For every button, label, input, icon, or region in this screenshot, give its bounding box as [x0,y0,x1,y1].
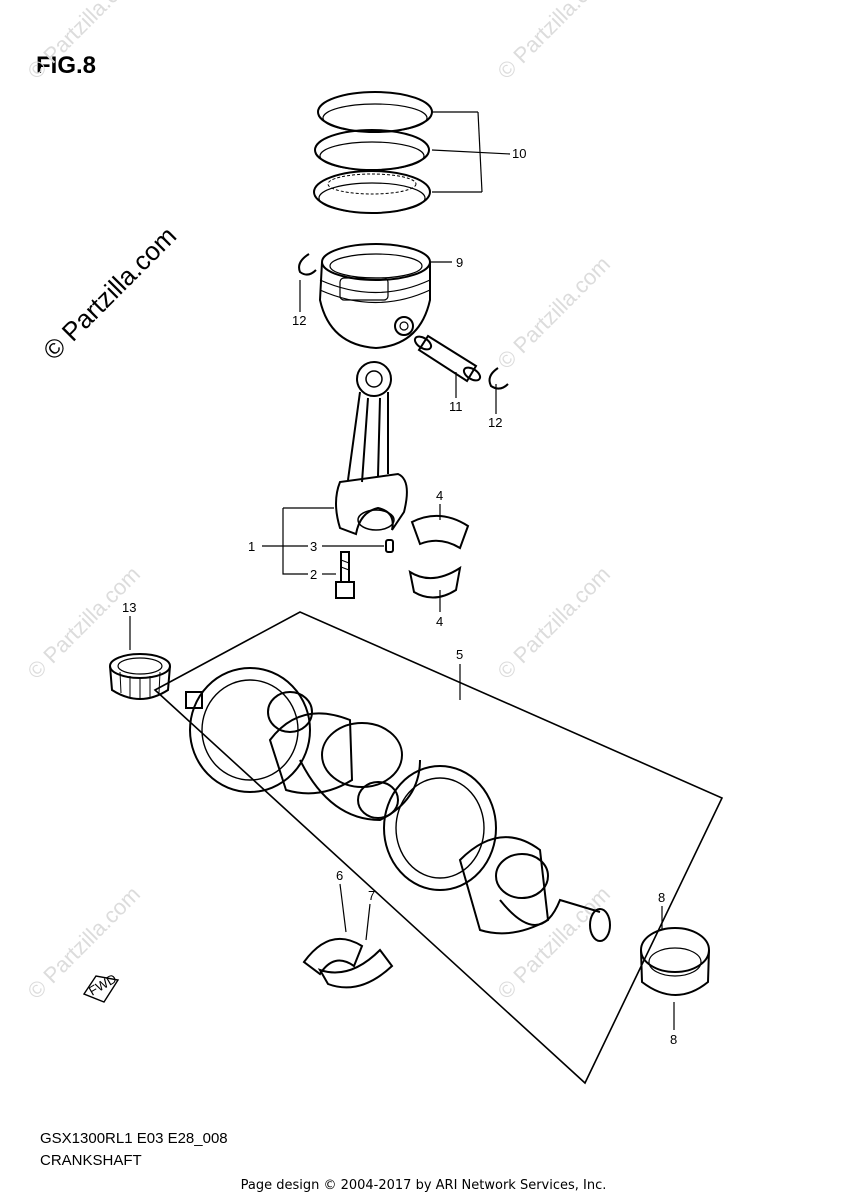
callout-6[interactable]: 6 [336,868,343,883]
piston-rings[interactable] [313,91,433,214]
callout-5[interactable]: 5 [456,647,463,662]
conrod-bearing-upper[interactable] [410,515,470,550]
callout-7[interactable]: 7 [368,888,375,903]
main-bearing-upper[interactable] [302,937,364,976]
callout-8[interactable]: 8 [658,890,665,905]
callout-8[interactable]: 8 [670,1032,677,1047]
callout-11[interactable]: 11 [449,399,463,414]
callout-1[interactable]: 1 [248,539,255,554]
forward-label: FWD [86,971,119,999]
callout-4[interactable]: 4 [436,614,443,629]
thrust-bearing[interactable] [640,927,710,996]
figure-title: FIG.8 [36,52,97,79]
piston[interactable] [318,243,431,350]
crankshaft-frame [153,611,724,1085]
circlip[interactable] [298,253,317,276]
diagram-code: GSX1300RL1 E03 E28_008 [40,1130,228,1147]
callout-9[interactable]: 9 [456,255,463,270]
circlip[interactable] [488,367,509,390]
conrod-bearing-lower[interactable] [408,565,462,599]
conrod-bolt[interactable] [335,551,355,599]
main-bearing-lower[interactable] [317,948,394,989]
piston-pin[interactable] [413,334,483,383]
page-credit: Page design © 2004-2017 by ARI Network S… [240,1178,607,1193]
callout-12[interactable]: 12 [292,313,306,328]
callout-3[interactable]: 3 [310,539,317,554]
callout-2[interactable]: 2 [310,567,317,582]
forward-arrow-icon [82,975,120,1003]
callout-13[interactable]: 13 [122,600,136,615]
diagram-title: CRANKSHAFT [40,1152,142,1169]
connecting-rod[interactable] [335,361,408,536]
needle-bearing[interactable] [109,653,171,700]
dowel-pin[interactable] [385,539,394,553]
callout-12[interactable]: 12 [488,415,502,430]
crankshaft[interactable] [185,667,611,942]
callout-10[interactable]: 10 [512,146,526,161]
callout-4[interactable]: 4 [436,488,443,503]
